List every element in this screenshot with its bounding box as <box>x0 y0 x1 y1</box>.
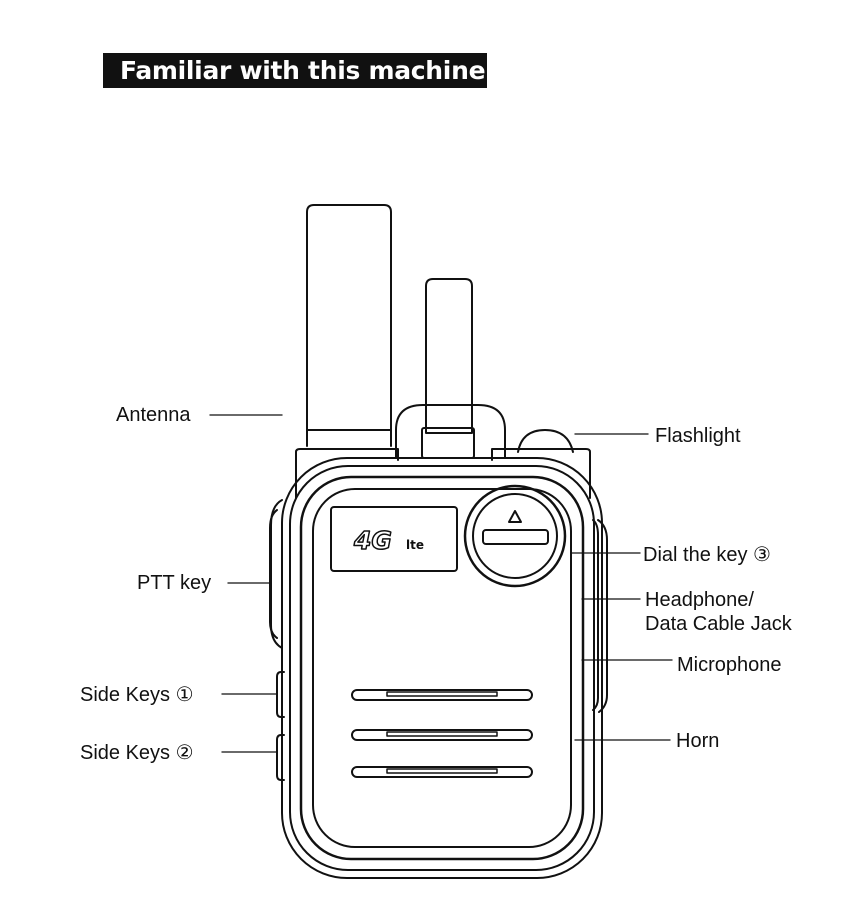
headphone-label-line1: Headphone/ <box>645 589 754 611</box>
flashlight-label: Flashlight <box>655 425 741 447</box>
side-key-1-icon <box>276 671 285 718</box>
ptt-key-icon <box>270 499 283 649</box>
jack-cover-icon <box>597 519 608 713</box>
flashlight-icon <box>517 429 574 453</box>
lte-badge-big: 4G <box>353 526 392 555</box>
side-key-2-icon <box>276 734 285 781</box>
antenna-label: Antenna <box>116 404 191 426</box>
top-shoulder-left <box>295 448 399 499</box>
headphone-label-line2: Data Cable Jack <box>645 613 792 635</box>
dial-knob-icon <box>463 484 567 588</box>
leader-lines <box>209 414 673 753</box>
radio-body <box>281 457 603 879</box>
lte-badge <box>330 506 458 572</box>
horn-grille <box>351 689 533 778</box>
side-keys-1-label: Side Keys ① <box>80 684 194 706</box>
short-antenna-icon <box>395 278 506 459</box>
antenna-icon <box>306 204 392 447</box>
top-shoulder-right <box>491 448 591 499</box>
dial-key-label: Dial the key ③ <box>643 544 771 566</box>
microphone-label: Microphone <box>677 654 782 676</box>
lte-badge-small: lte <box>406 538 424 552</box>
horn-label: Horn <box>676 730 720 752</box>
side-keys-2-label: Side Keys ② <box>80 742 194 764</box>
page-title: Familiar with this machine <box>103 53 487 88</box>
ptt-key-label: PTT key <box>137 572 212 594</box>
